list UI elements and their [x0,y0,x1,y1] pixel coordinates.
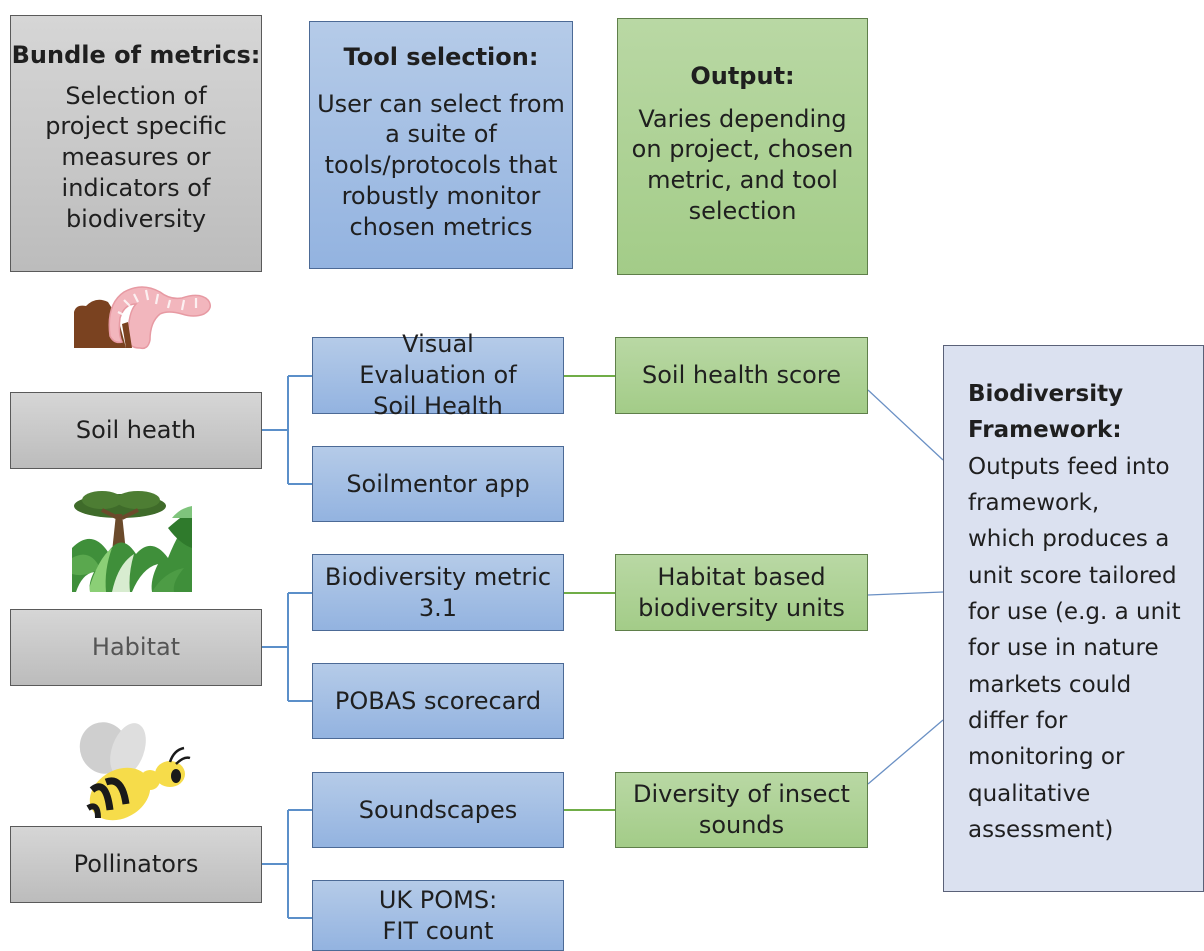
connector-habitat-tools [262,592,312,702]
tool-uk-poms-fit-count: UK POMS: FIT count [312,880,564,951]
tool-biodiversity-metric: Biodiversity metric 3.1 [312,554,564,631]
output-soil-health-score: Soil health score [615,337,868,414]
output-title: Output: [690,62,795,90]
biodiversity-framework-title: Biodiversity Framework: [968,381,1124,444]
category-pollinators-label: Pollinators [73,850,199,879]
connector-soil-framework [867,389,944,461]
connector-pollinators-framework [867,719,944,785]
tool-label: Visual Evaluation of Soil Health [359,330,517,420]
output-habitat-biodiversity-units: Habitat based biodiversity units [615,554,868,631]
category-habitat-label: Habitat [91,633,181,662]
output-diversity-insect-sounds: Diversity of insect sounds [615,772,868,848]
tool-label: Soilmentor app [346,469,530,498]
tool-soundscapes: Soundscapes [312,772,564,848]
bundle-of-metrics-text: Selection of project specific measures o… [45,81,227,233]
category-pollinators: Pollinators [10,826,262,903]
tool-pobas-scorecard: POBAS scorecard [312,663,564,739]
tool-visual-evaluation-soil-health: Visual Evaluation of Soil Health [312,330,564,420]
connector-soil-tools [262,375,312,485]
bundle-of-metrics-box: Bundle of metrics: Selection of project … [10,15,262,272]
output-box: Output: Varies depending on project, cho… [617,18,868,275]
earthworm-icon [74,286,211,350]
connector-habitat-framework [867,591,944,596]
output-label: Soil health score [642,361,841,390]
output-label: Diversity of insect sounds [633,780,850,839]
bee-icon [79,722,191,821]
tool-label: Biodiversity metric 3.1 [324,562,552,622]
tool-selection-text: User can select from a suite of tools/pr… [317,89,565,241]
output-label: Habitat based biodiversity units [638,562,845,622]
biodiversity-framework-box: Biodiversity Framework: Outputs feed int… [943,345,1204,892]
biodiversity-framework-text: Outputs feed into framework, which produ… [968,453,1181,843]
tool-selection-box: Tool selection: User can select from a s… [309,21,573,269]
category-habitat: Habitat [10,609,262,686]
tool-soilmentor-app: Soilmentor app [312,446,564,522]
connector-pollinators-tools [262,809,312,919]
output-text: Varies depending on project, chosen metr… [631,104,854,225]
tool-label: Soundscapes [358,795,518,824]
tool-label: POBAS scorecard [334,686,542,715]
category-soil-health: Soil heath [10,392,262,469]
category-soil-health-label: Soil heath [75,416,197,445]
habitat-tree-icon [72,488,192,592]
tool-selection-title: Tool selection: [343,43,539,71]
bundle-of-metrics-title: Bundle of metrics: [11,41,261,69]
tool-label: UK POMS: FIT count [378,885,498,945]
